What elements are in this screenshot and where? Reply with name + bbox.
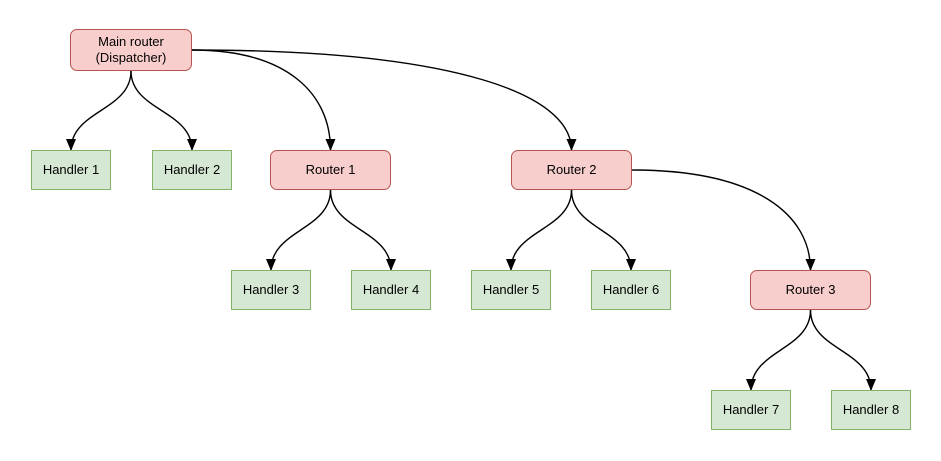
node-handler-5[interactable]: Handler 5 [471, 270, 551, 310]
edge-router-3-to-handler-8[interactable] [809, 309, 876, 391]
node-handler-1[interactable]: Handler 1 [31, 150, 111, 190]
edge-router-3-to-handler-7[interactable] [746, 309, 812, 391]
edge-router-2-to-handler-6[interactable] [570, 189, 636, 271]
edge-main-router-to-router-2[interactable] [191, 49, 577, 151]
node-label: Handler 2 [163, 161, 221, 177]
node-label: Handler 1 [42, 161, 100, 177]
node-router-3[interactable]: Router 3 [750, 270, 871, 310]
node-label: Handler 7 [722, 401, 780, 417]
node-handler-3[interactable]: Handler 3 [231, 270, 311, 310]
edge-main-router-to-handler-1[interactable] [66, 70, 132, 151]
node-main-router[interactable]: Main router (Dispatcher) [70, 29, 192, 71]
edge-router-1-to-handler-4[interactable] [329, 189, 396, 271]
node-label: Router 3 [785, 281, 836, 297]
edge-router-2-to-handler-5[interactable] [506, 189, 573, 271]
edge-router-1-to-handler-3[interactable] [266, 189, 332, 271]
node-label: Router 2 [546, 161, 597, 177]
node-handler-7[interactable]: Handler 7 [711, 390, 791, 430]
node-label: Handler 5 [482, 281, 540, 297]
edge-main-router-to-router-1[interactable] [191, 49, 336, 151]
edge-main-router-to-handler-2[interactable] [130, 70, 197, 151]
node-handler-6[interactable]: Handler 6 [591, 270, 671, 310]
node-router-1[interactable]: Router 1 [270, 150, 391, 190]
node-handler-4[interactable]: Handler 4 [351, 270, 431, 310]
edges-group [66, 49, 876, 391]
node-label: Handler 3 [242, 281, 300, 297]
node-label: Main router (Dispatcher) [95, 33, 167, 65]
node-label: Handler 8 [842, 401, 900, 417]
node-label: Handler 4 [362, 281, 420, 297]
node-label: Handler 6 [602, 281, 660, 297]
node-handler-8[interactable]: Handler 8 [831, 390, 911, 430]
edge-router-2-to-router-3[interactable] [631, 169, 816, 271]
node-label: Router 1 [305, 161, 356, 177]
node-handler-2[interactable]: Handler 2 [152, 150, 232, 190]
node-router-2[interactable]: Router 2 [511, 150, 632, 190]
